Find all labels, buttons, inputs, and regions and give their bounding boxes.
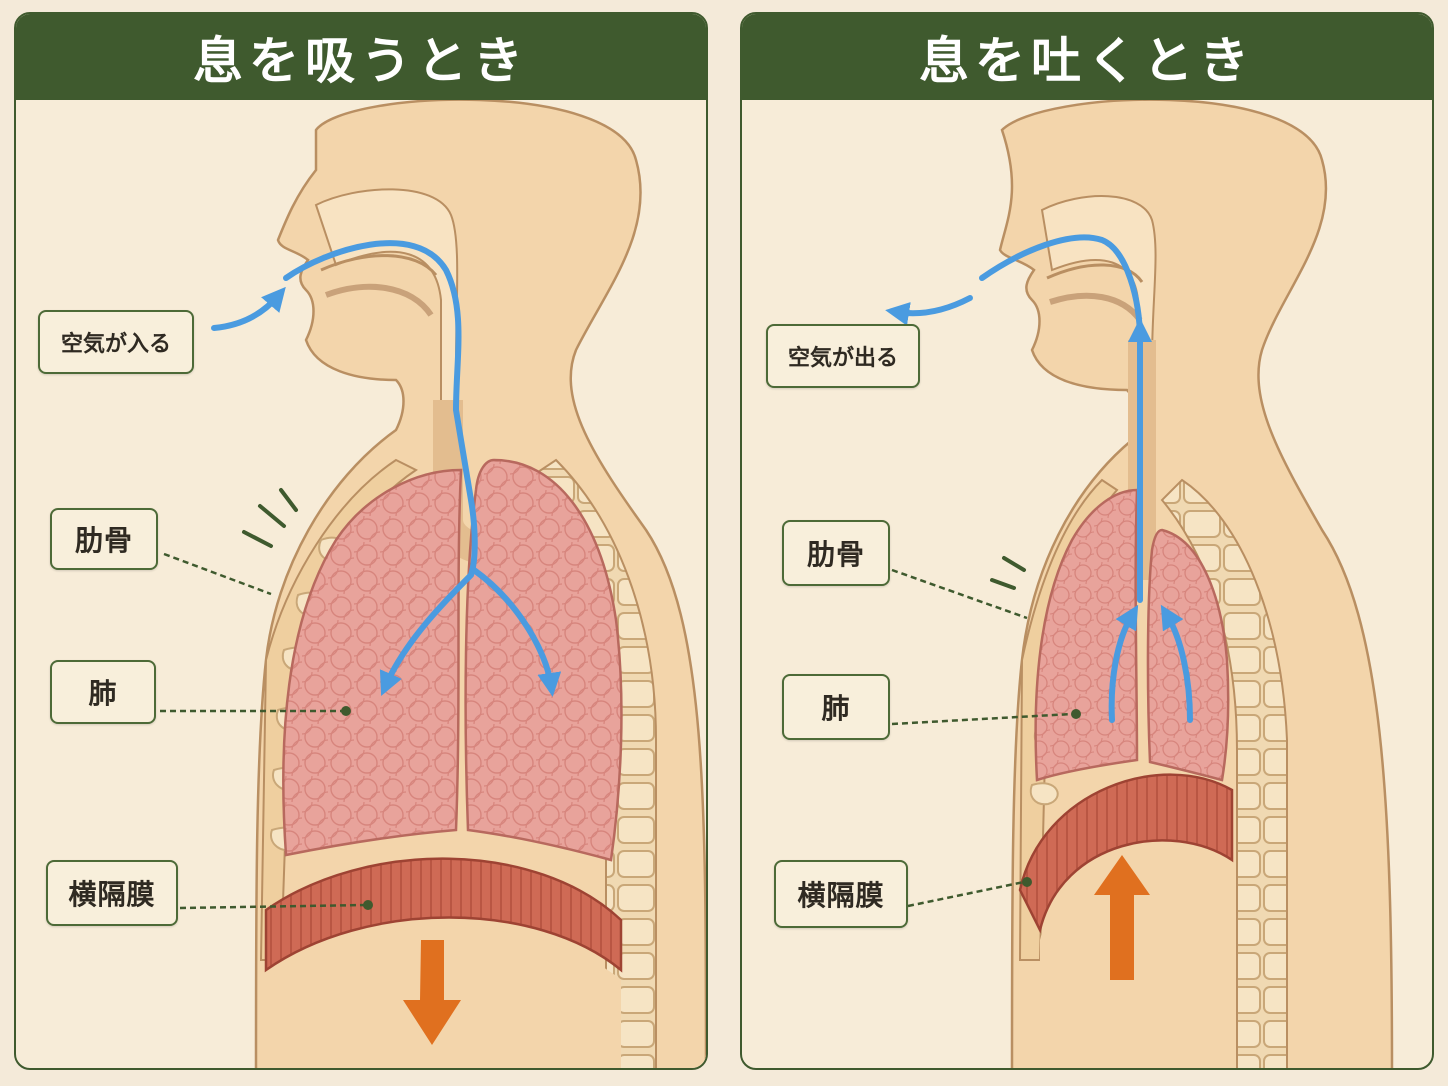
right-lung [1146,528,1230,782]
diaphragm-label: 横隔膜 [774,860,908,928]
lung-air-left [1108,604,1139,723]
air-path [283,240,478,696]
inhale-panel: 息を吸うとき [14,12,708,1070]
diaphragm [264,857,623,973]
air-in-label: 空気が入る [38,310,194,374]
diaphragm-up-arrow [1094,855,1150,980]
lung-air-right [1160,604,1193,723]
air-branch-right [471,567,562,697]
nasal-cavity [1040,195,1157,431]
air-in-arrow [211,286,286,331]
exhale-title: 息を吐くとき [742,14,1432,100]
lungs-label: 肺 [782,674,890,740]
diaphragm-label: 横隔膜 [46,860,178,926]
air-out-arrow [885,295,973,326]
abdomen [1040,847,1232,1068]
diaphragm-down-arrow [403,940,461,1045]
air-out-label: 空気が出る [766,324,920,388]
expansion-marks [242,488,298,548]
ribs-label: 肋骨 [782,520,890,586]
leader-lines [160,552,367,910]
exhale-panel: 息を吐くとき [740,12,1434,1070]
contraction-marks [990,556,1026,590]
diaphragm [1018,773,1234,934]
tongue [324,283,434,317]
left-lung [282,468,463,857]
ribs-label: 肋骨 [50,508,158,570]
inhale-title: 息を吸うとき [16,14,706,100]
palate [1046,263,1144,283]
tongue [1049,292,1143,322]
inhale-illustration [160,100,706,1068]
air-path [979,234,1143,603]
lungs-label: 肺 [50,660,156,724]
exhale-illustration [885,100,1394,1068]
leader-lines [891,568,1073,908]
palate [320,254,438,276]
